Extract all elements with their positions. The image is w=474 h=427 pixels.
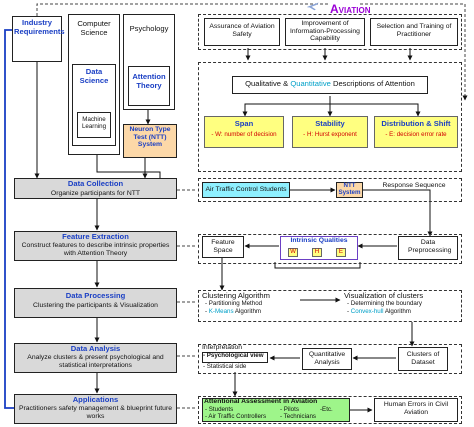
clustering-partitioning: - Partitioning Method bbox=[205, 300, 263, 307]
step-data-collection-title: Data Collection bbox=[67, 179, 124, 188]
attention-descriptions-panel bbox=[198, 62, 462, 172]
span-desc: - W: number of decision bbox=[211, 131, 277, 138]
aviation-goals-panel bbox=[198, 14, 462, 50]
step-applications-title: Applications bbox=[72, 395, 119, 404]
step-data-analysis-desc: Analyze clusters & present psychological… bbox=[27, 354, 164, 369]
machine-learning-label: Machine Learning bbox=[81, 116, 107, 130]
aviation-title: Aviation bbox=[330, 2, 371, 16]
stability-title: Stability bbox=[315, 119, 345, 128]
assessment-title: Attentional Assessment in Aviation bbox=[204, 398, 318, 405]
distribution-box bbox=[374, 116, 458, 148]
human-errors-box bbox=[374, 398, 458, 422]
industry-requirements-box bbox=[12, 16, 62, 62]
step-data-analysis-title: Data Analysis bbox=[70, 344, 121, 353]
ntt-system-box bbox=[123, 124, 177, 158]
quality-w-label: W bbox=[290, 248, 296, 255]
span-title: Span bbox=[234, 119, 254, 128]
app-etc: -Etc. bbox=[320, 406, 333, 413]
interpretation-title: Interpretation bbox=[202, 344, 243, 351]
goal-info-label: Improvement of Information-Processing Ca… bbox=[290, 20, 360, 43]
step-data-processing-box bbox=[14, 288, 177, 318]
step-applications-desc: Practitioners safety management & bluepr… bbox=[18, 405, 172, 420]
stability-desc: - H: Hurst exponent bbox=[303, 131, 357, 138]
clustering-title: Clustering Algorithm bbox=[202, 291, 270, 300]
quality-h-label: H bbox=[314, 248, 320, 255]
ntt-system-label: Neuron Type Test (NTT) System bbox=[129, 126, 171, 149]
human-errors-label: Human Errors in Civil Aviation bbox=[383, 401, 449, 416]
qualitative-title-box bbox=[232, 76, 428, 94]
quantitative-label: Quantitative Analysis bbox=[308, 351, 346, 366]
intrinsic-qualities-label: Intrinsic Qualities bbox=[290, 237, 348, 244]
atc-students-box bbox=[202, 182, 290, 198]
qualitative-title: Qualitative & Quantitative Descriptions … bbox=[245, 79, 415, 88]
distribution-desc: - E: decision error rate bbox=[385, 131, 447, 138]
data-science-label: Data Science bbox=[79, 67, 109, 85]
psychology-label: Psychology bbox=[129, 24, 169, 33]
step-feature-extraction-desc: Construct features to describe intrinsic… bbox=[21, 242, 170, 257]
industry-requirements-label: Industry Requirements bbox=[14, 18, 65, 36]
machine-learning-box bbox=[77, 112, 111, 138]
app-technicians: - Technicians bbox=[280, 413, 316, 420]
processing-panel bbox=[198, 290, 462, 322]
stat-side-label: - Statistical side bbox=[203, 363, 247, 370]
app-controllers: - Air Traffic Controllers bbox=[205, 413, 267, 420]
step-data-collection-desc: Organize participants for NTT bbox=[50, 190, 141, 197]
distribution-title: Distribution & Shift bbox=[381, 119, 451, 128]
preprocessing-label: Data Preprocessing bbox=[408, 239, 452, 254]
psych-view-box bbox=[202, 352, 268, 363]
goal-safety-label: Assurance of Aviation Safety bbox=[209, 23, 275, 38]
feature-panel bbox=[198, 234, 462, 264]
attention-theory-label: Attention Theory bbox=[132, 72, 166, 90]
applications-panel bbox=[198, 396, 462, 424]
clusters-box bbox=[398, 347, 448, 371]
preprocessing-box bbox=[398, 236, 458, 260]
response-sequence-label: Response Sequence bbox=[382, 182, 446, 189]
goal-training-label: Selection and Training of Practitioner bbox=[376, 23, 452, 38]
step-feature-extraction-title: Feature Extraction bbox=[62, 232, 129, 241]
step-data-analysis-box bbox=[14, 343, 177, 373]
visualization-title: Visualization of clusters bbox=[344, 291, 424, 300]
clusters-label: Clusters of Dataset bbox=[406, 351, 440, 366]
analysis-panel bbox=[198, 344, 462, 374]
quality-e-label: E bbox=[338, 248, 344, 255]
collection-panel bbox=[198, 178, 462, 202]
quality-w-badge bbox=[288, 248, 298, 257]
goal-safety-box bbox=[204, 18, 280, 46]
step-data-processing-desc: Clustering the participants & Visualizat… bbox=[33, 302, 158, 309]
goal-info-box bbox=[285, 18, 365, 46]
step-applications-box bbox=[14, 394, 177, 424]
assessment-box bbox=[202, 398, 350, 422]
span-box bbox=[204, 116, 284, 148]
quality-h-badge bbox=[312, 248, 322, 257]
step-data-collection-box bbox=[14, 178, 177, 199]
psych-view-label: - Psychological view bbox=[203, 352, 264, 359]
feature-space-box bbox=[202, 236, 244, 258]
quantitative-box bbox=[302, 348, 352, 370]
collection-ntt-label: NTT System bbox=[338, 182, 361, 196]
small-airplane-icon bbox=[306, 0, 320, 11]
stability-box bbox=[292, 116, 368, 148]
visualization-boundary: - Determining the boundary bbox=[347, 300, 422, 307]
goal-training-box bbox=[370, 18, 458, 46]
app-students: - Students bbox=[205, 406, 234, 413]
clustering-kmeans: - K-Means Algorithm bbox=[205, 308, 262, 315]
step-feature-extraction-box bbox=[14, 231, 177, 261]
app-pilots: - Pilots bbox=[280, 406, 299, 413]
atc-students-label: Air Traffic Control Students bbox=[205, 186, 287, 193]
quality-e-badge bbox=[336, 248, 346, 257]
step-data-processing-title: Data Processing bbox=[65, 291, 126, 300]
visualization-convex: - Convex-hull Algorithm bbox=[347, 308, 411, 315]
attention-theory-box bbox=[128, 66, 170, 106]
computer-science-label: Computer Science bbox=[77, 19, 111, 37]
feature-space-label: Feature Space bbox=[211, 239, 235, 254]
collection-ntt-box bbox=[336, 182, 363, 198]
